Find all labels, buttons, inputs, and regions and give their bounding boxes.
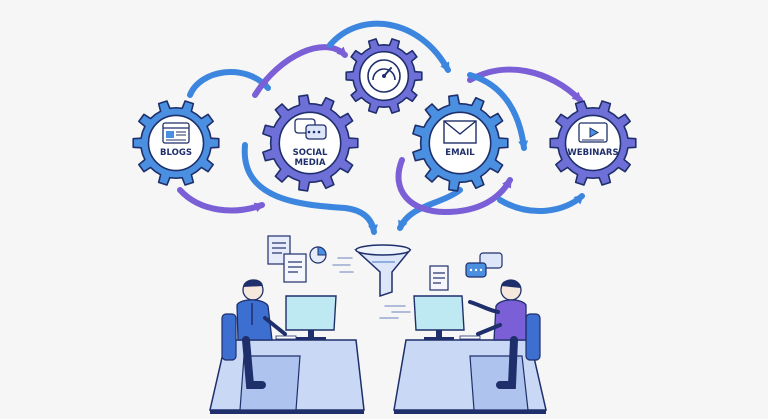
document-icon-2 (283, 253, 307, 283)
gear-email: EMAIL (412, 94, 509, 192)
gear-webinars-label: WEBINARS (567, 148, 618, 158)
arrow-social-to-center (252, 44, 348, 98)
arrow-email-loop (395, 157, 513, 216)
chat-bubbles-icon (294, 118, 327, 140)
arrow-webinars-bottom (497, 193, 585, 214)
left-person-body (236, 299, 273, 341)
left-monitor (285, 295, 337, 331)
gear-blogs-label: BLOGS (160, 148, 192, 158)
right-monitor (413, 295, 465, 331)
video-player-icon (578, 122, 608, 143)
left-workstation (209, 279, 365, 414)
gear-center (345, 38, 423, 114)
gear-social-label: MEDIA (294, 158, 325, 168)
flow-arrows (177, 20, 585, 235)
funnel-icon (354, 244, 412, 298)
arrow-blogs-to-social (187, 69, 271, 98)
document-icon-3 (429, 265, 449, 291)
right-person-body (493, 299, 527, 341)
pie-chart-icon (309, 246, 327, 264)
left-chair (221, 313, 237, 361)
arrow-social-to-funnel (241, 142, 378, 235)
gear-webinars: WEBINARS (549, 100, 637, 186)
arrow-center-down-to-email (467, 72, 529, 151)
envelope-icon (443, 120, 477, 144)
right-chair (525, 313, 541, 361)
browser-window-icon (162, 122, 190, 144)
arrow-email-to-funnel (397, 187, 463, 231)
gear-blogs: BLOGS (132, 100, 220, 186)
right-workstation (393, 279, 547, 414)
gauge-icon (367, 59, 401, 93)
chat-bubble-icon-right (465, 252, 503, 278)
arrow-center-to-email (327, 20, 451, 73)
motion-lines (332, 257, 411, 319)
gear-email-label: EMAIL (445, 148, 475, 158)
arrow-blogs-bottom (177, 187, 265, 214)
gear-social-label: SOCIAL (293, 148, 328, 158)
arrow-email-to-webinars (467, 66, 583, 103)
